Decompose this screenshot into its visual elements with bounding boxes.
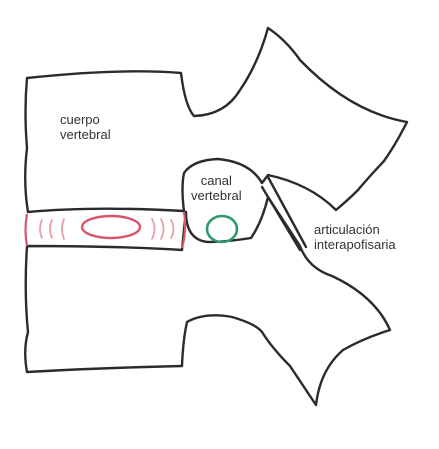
spinal-canal-label: canal vertebral (191, 173, 242, 203)
spinal-canal-label-line1: canal (191, 173, 242, 188)
vertebral-body-label-line1: cuerpo (60, 112, 111, 127)
facet-joint-label-line2: interapofisaria (314, 237, 396, 252)
spinal-canal-label-line2: vertebral (191, 188, 242, 203)
facet-joint-line-upper (268, 177, 306, 247)
nucleus-pulposus (82, 216, 140, 238)
facet-joint-label: articulación interapofisaria (314, 222, 396, 252)
facet-joint-line-lower (262, 187, 300, 250)
vertebral-body-label-line2: vertebral (60, 127, 111, 142)
spinal-canal-circle (207, 216, 237, 242)
vertebral-body-label: cuerpo vertebral (60, 112, 111, 142)
annulus-fibers (40, 219, 174, 239)
facet-joint-label-line1: articulación (314, 222, 396, 237)
